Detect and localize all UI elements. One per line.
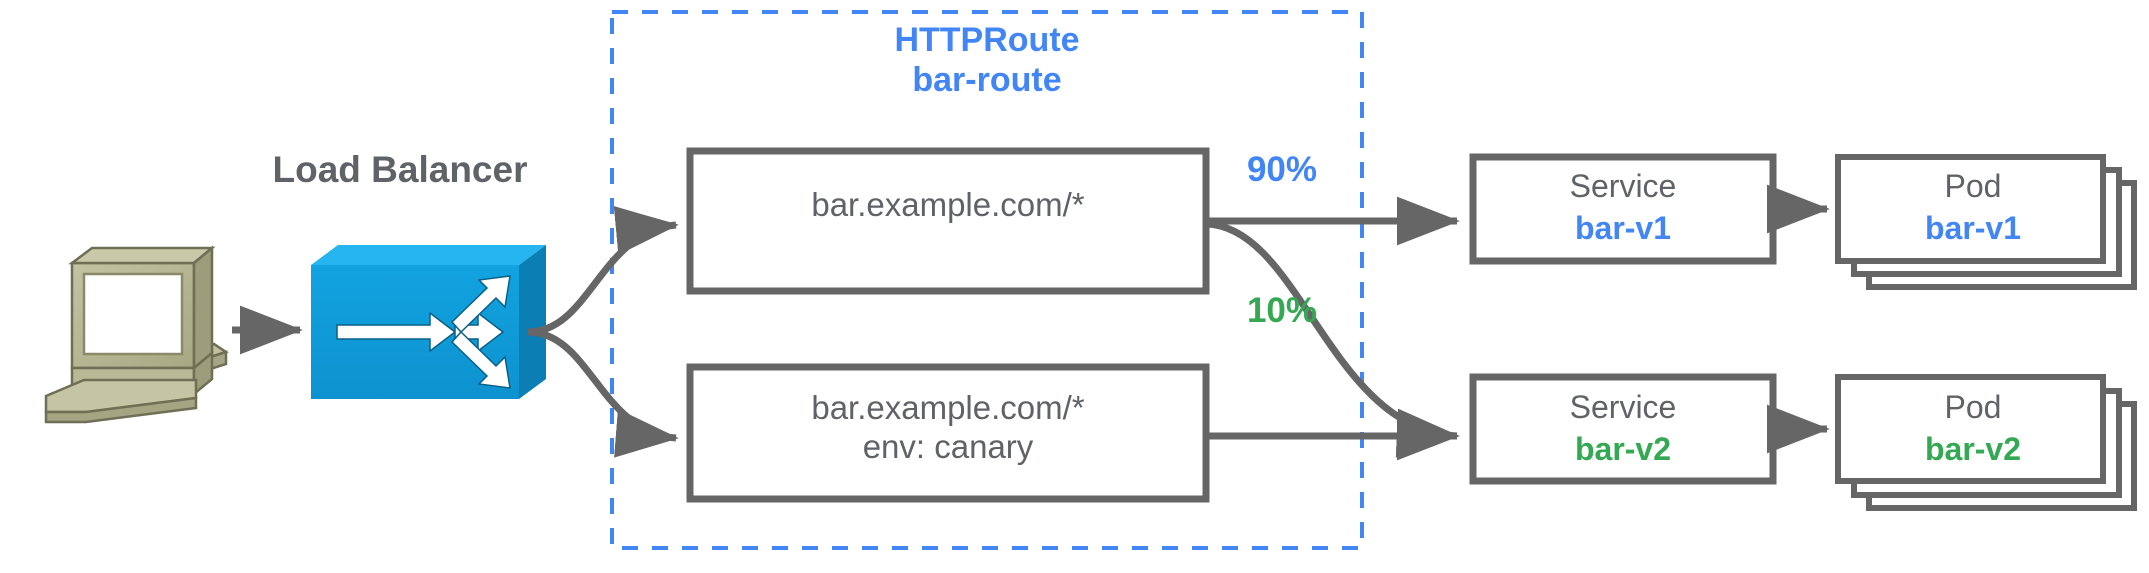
httproute-title: HTTPRoute bar-route [612,20,1362,100]
rule-primary-match: bar.example.com/* [811,185,1085,223]
weight-label-90: 90% [1246,150,1318,189]
service-box-bar-v1 [1469,153,1777,265]
service-bar-v2-name: bar-v2 [1574,431,1672,467]
pod-bar-v1-kind: Pod [1944,168,2002,205]
pod-bar-v2-label: Pod bar-v2 [1838,368,2108,490]
rule-canary-body: bar.example.com/* env: canary [693,360,1203,495]
httproute-boundary [610,10,1364,550]
desktop-computer-icon [44,245,229,424]
pod-bar-v2-kind: Pod [1944,389,2002,426]
service-bar-v2-label: Service bar-v2 [1478,368,1768,490]
httproute-kind: HTTPRoute [894,21,1080,59]
rule-box-primary [686,147,1210,295]
weight-label-10: 10% [1246,291,1318,330]
load-balancer-label: Load Balancer [272,149,528,190]
service-bar-v2-kind: Service [1569,389,1677,426]
arrow-lb-to-rule-canary [527,328,679,458]
pod-stack-bar-v2 [1835,374,2137,511]
rule-box-canary [686,363,1210,503]
rule-canary-match: bar.example.com/* [811,388,1085,426]
service-box-bar-v2 [1469,373,1777,485]
service-bar-v1-label: Service bar-v1 [1478,147,1768,269]
service-bar-v1-name: bar-v1 [1574,210,1672,246]
load-balancer-icon [311,245,546,399]
httproute-name: bar-route [912,61,1062,100]
rule-canary-extra: env: canary [862,427,1034,465]
pod-bar-v2-name: bar-v2 [1924,431,2022,467]
arrow-lb-to-rule-primary [527,206,679,336]
pod-bar-v1-label: Pod bar-v1 [1838,147,2108,269]
service-bar-v1-kind: Service [1569,168,1677,205]
pod-bar-v1-name: bar-v1 [1924,210,2022,246]
pod-stack-bar-v1 [1835,154,2137,290]
